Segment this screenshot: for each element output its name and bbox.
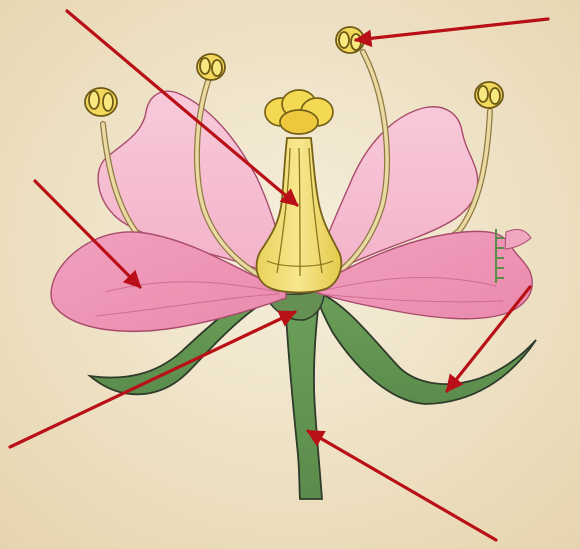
anther-right-outer: [475, 82, 503, 108]
anther-left-outer: [85, 88, 117, 116]
anther-left-inner: [197, 54, 225, 80]
